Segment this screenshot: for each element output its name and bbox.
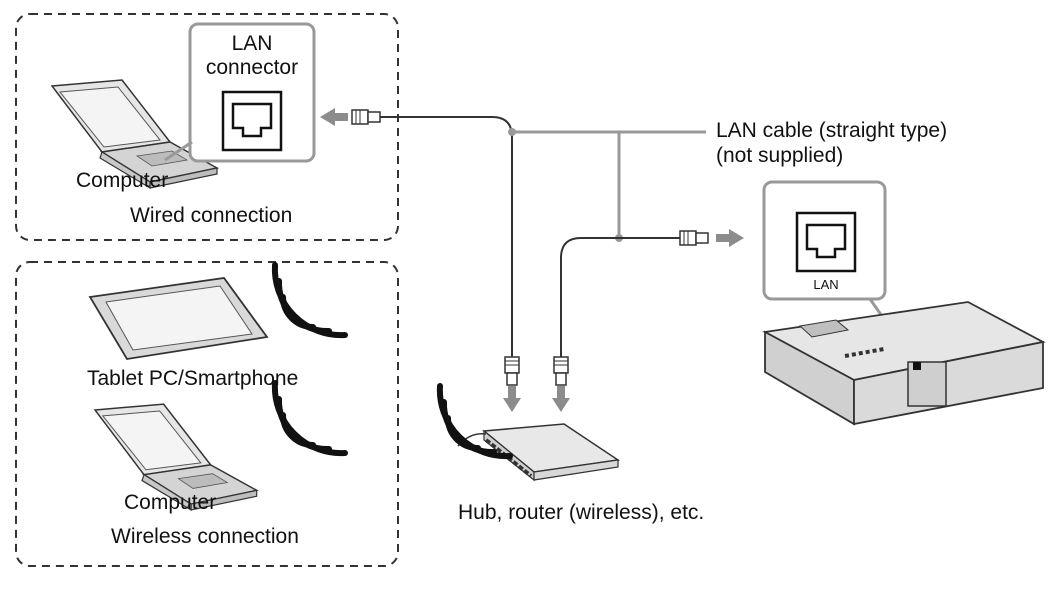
projector-icon [762, 301, 1046, 426]
rj45-plug-icon [351, 109, 381, 125]
lan-cable-leader [512, 130, 706, 238]
arrow-icon [320, 108, 348, 126]
arrow-icon [552, 386, 570, 412]
arrow-icon [503, 386, 521, 412]
arrow-icon [716, 229, 744, 247]
tablet-label: Tablet PC/Smartphone [87, 367, 299, 390]
lan-cable-label-2: (not supplied) [716, 144, 844, 167]
wired-computer-label: Computer [76, 169, 169, 192]
rj45-plug-icon [553, 356, 569, 386]
wired-connection-label: Wired connection [130, 204, 293, 227]
wifi-icon [275, 265, 345, 335]
wireless-connection-label: Wireless connection [111, 525, 299, 548]
lan-connector-label-2: connector [205, 56, 299, 79]
wired-group-box [15, 13, 399, 241]
projector-lan-label: LAN [813, 277, 839, 292]
lan-port-icon [795, 211, 857, 273]
wifi-icon [275, 383, 345, 453]
tablet-icon [88, 277, 269, 360]
lan-cable-label-1: LAN cable (straight type) [716, 119, 948, 142]
rj45-plug-icon [679, 230, 709, 246]
lan-port-icon [221, 90, 283, 152]
wireless-computer-label: Computer [124, 491, 217, 514]
lan-connector-label-1: LAN [231, 32, 273, 55]
rj45-plug-icon [504, 356, 520, 386]
hub-label: Hub, router (wireless), etc. [458, 501, 705, 524]
